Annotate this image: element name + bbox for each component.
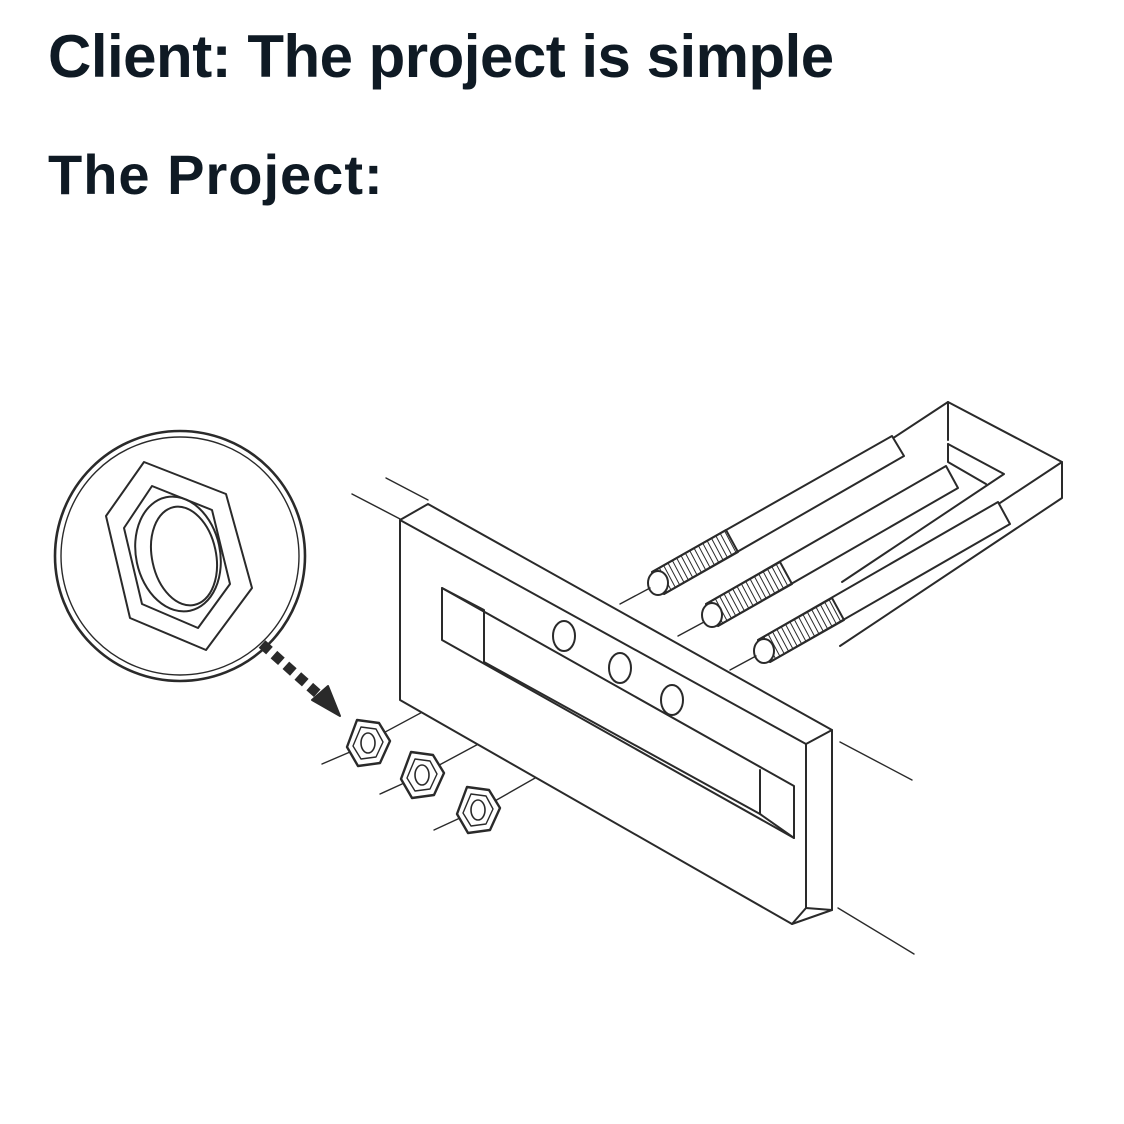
top-caption: Client: The project is simple	[48, 23, 834, 90]
bolt-rods	[647, 435, 1011, 664]
bolt-rod	[647, 435, 905, 596]
magnifier-detail	[53, 429, 307, 683]
bolt-rod	[753, 501, 1011, 664]
hex-nut	[455, 785, 502, 835]
dashed-arrow	[258, 640, 341, 717]
project-caption: The Project:	[48, 143, 384, 206]
hex-nut	[345, 718, 392, 768]
hex-nut	[399, 750, 446, 800]
crossbar-plate	[399, 503, 833, 925]
enlarged-hex-nut	[105, 461, 253, 651]
hex-nuts	[345, 718, 502, 835]
bolt-rod	[701, 465, 959, 628]
